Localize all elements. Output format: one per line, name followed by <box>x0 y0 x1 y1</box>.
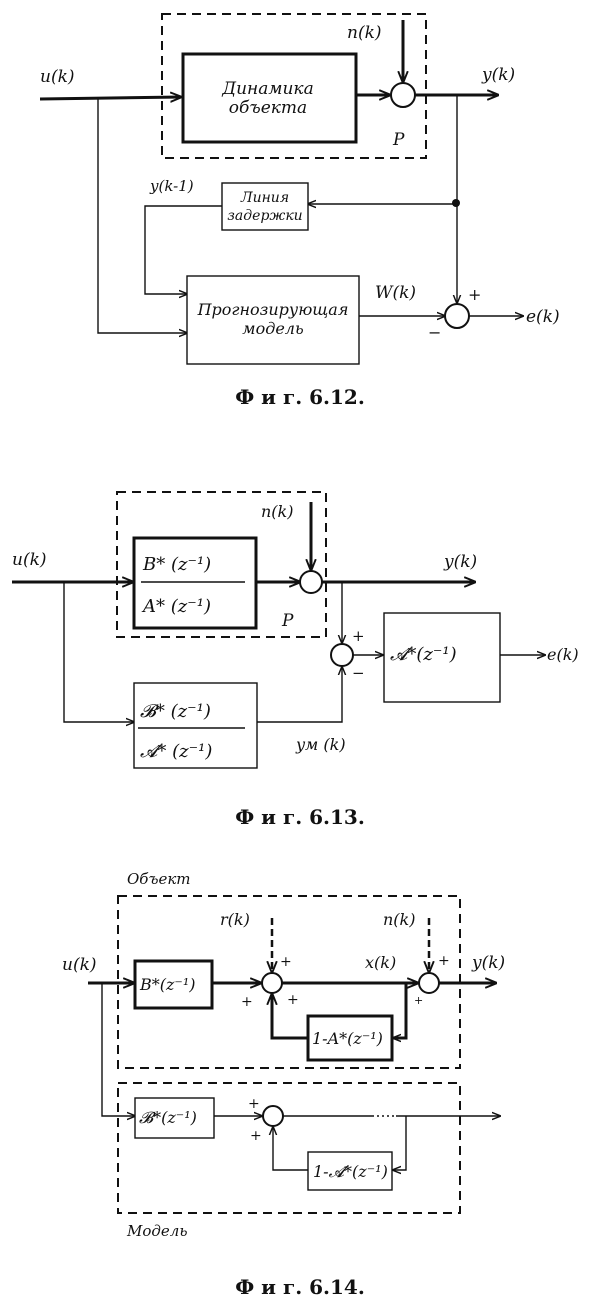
state-label: x(k) <box>365 953 396 972</box>
plant-label: P <box>392 130 405 150</box>
input-branch-line <box>101 983 135 1116</box>
input-label: u(k) <box>40 67 75 87</box>
plant-b-label: B*(z⁻¹) <box>139 975 196 994</box>
plus-model-fb: + <box>250 1128 262 1144</box>
noise-label: n(k) <box>261 502 293 521</box>
model-output-label: W(k) <box>375 283 416 303</box>
plus-fb: + <box>287 992 299 1008</box>
plus-x: + <box>414 994 423 1007</box>
plus-n: + <box>438 953 450 969</box>
output-label: y(k) <box>443 552 477 572</box>
plus-sign: + <box>468 285 481 304</box>
delay-to-model-line <box>144 205 222 294</box>
model-feedback-tap-line <box>393 1116 407 1170</box>
plant-dynamics-label-2: объекта <box>229 98 307 118</box>
delay-label-2: задержки <box>227 208 302 224</box>
noise-label: n(k) <box>383 910 415 929</box>
filter-label: 𝓐*(z⁻¹) <box>390 644 457 665</box>
plant-dashed-boundary <box>161 13 427 159</box>
model-b-label: 𝓑*(z⁻¹) <box>139 1108 197 1127</box>
plus-b: + <box>241 994 253 1010</box>
delay-label-1: Линия <box>240 190 289 206</box>
predictive-model-block <box>186 275 360 365</box>
caption-6-14: Ф и г. 6.14. <box>235 1275 365 1299</box>
branch-point <box>452 199 460 207</box>
model-numerator: 𝓑* (z⁻¹) <box>140 701 211 722</box>
model-feedback-block <box>307 1151 393 1191</box>
input-label: u(k) <box>62 955 97 975</box>
summing-junction-1 <box>261 972 283 994</box>
input-line <box>39 97 181 99</box>
caption-6-13: Ф и г. 6.13. <box>235 805 365 829</box>
caption-6-12: Ф и г. 6.12. <box>235 385 365 409</box>
model-output-line <box>257 667 342 723</box>
input-branch-line <box>97 99 187 333</box>
figure-6-14: Объект u(k) B*(z⁻¹) r(k) + + + x(k) n(k)… <box>62 870 505 1299</box>
feedback-return-line <box>272 994 308 1040</box>
model-output-label: yм (k) <box>295 735 346 754</box>
output-label: y(k) <box>471 953 505 973</box>
input-label: u(k) <box>12 550 47 570</box>
summing-junction-3 <box>262 1105 284 1127</box>
figure-6-12: Динамика объекта P u(k) n(k) y(k) Линия … <box>39 13 560 409</box>
plant-label: P <box>281 611 294 631</box>
summing-junction-1 <box>390 82 416 108</box>
summing-junction-2 <box>418 972 440 994</box>
error-label: e(k) <box>547 645 579 664</box>
noise-label: n(k) <box>347 23 382 43</box>
model-b-block <box>134 1097 215 1139</box>
minus-sign: − <box>428 323 441 342</box>
plus-model-b: + <box>248 1096 260 1112</box>
plant-dashed-boundary <box>116 491 327 638</box>
model-denominator: 𝓐* (z⁻¹) <box>140 741 212 762</box>
model-dashed-boundary <box>117 1082 461 1214</box>
plant-denominator: A* (z⁻¹) <box>141 596 211 617</box>
model-label-1: Прогнозирующая <box>197 300 349 319</box>
error-label: e(k) <box>526 307 560 327</box>
disturbance-label: r(k) <box>220 910 250 929</box>
object-label: Объект <box>127 870 191 888</box>
plus-sign: + <box>352 627 365 645</box>
input-branch-line <box>63 582 134 722</box>
summing-junction-1 <box>299 570 323 594</box>
feedback-tap-line <box>393 983 408 1038</box>
summing-junction-2 <box>330 643 354 667</box>
plant-feedback-label: 1-A*(z⁻¹) <box>312 1029 383 1048</box>
minus-sign: − <box>352 664 365 682</box>
summing-junction-2 <box>444 303 470 329</box>
plus-r: + <box>280 954 292 970</box>
delayed-output-label: y(k-1) <box>149 177 194 195</box>
model-transfer-block <box>133 682 258 769</box>
model-feedback-return-line <box>273 1127 308 1171</box>
figure-6-13: B* (z⁻¹) A* (z⁻¹) P u(k) n(k) y(k) + − 𝓑… <box>12 491 579 829</box>
plant-dynamics-label-1: Динамика <box>221 79 313 99</box>
plant-b-block <box>133 959 214 1010</box>
filter-block <box>383 612 501 703</box>
model-feedback-label: 1-𝓐*(z⁻¹) <box>313 1162 388 1181</box>
model-label: Модель <box>126 1222 188 1240</box>
plant-numerator: B* (z⁻¹) <box>142 554 211 575</box>
output-label: y(k) <box>481 65 515 85</box>
model-label-2: модель <box>242 319 303 338</box>
plant-dynamics-block <box>181 52 358 144</box>
